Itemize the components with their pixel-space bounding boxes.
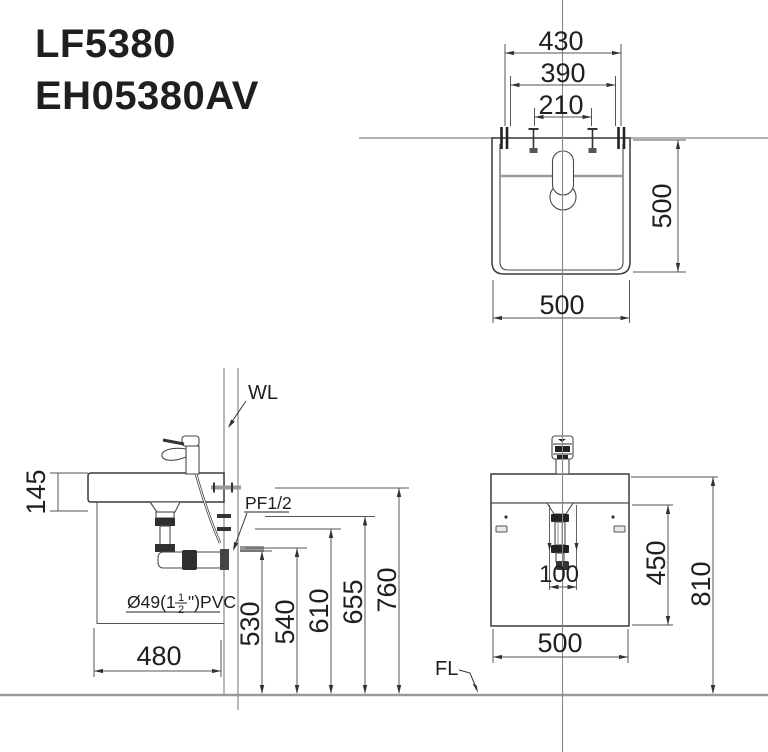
- door-dot-right: [611, 515, 615, 519]
- front-view-dimensions: [458, 476, 718, 694]
- labels: LF5380 EH05380AV 430 390 210 500 500 145…: [21, 22, 716, 680]
- door-dot-left: [504, 515, 508, 519]
- dim-width-500-front: 500: [537, 628, 582, 658]
- drain-trap: [148, 501, 229, 570]
- dim-width-500-top: 500: [539, 290, 584, 320]
- faucet-hole-bolts: [528, 128, 598, 153]
- drain-label-frac-num: 1: [178, 592, 184, 604]
- dim-450: 450: [641, 540, 671, 585]
- drain-label-suffix: ")PVC: [188, 592, 236, 612]
- drain-label-frac-den: 2: [178, 604, 184, 616]
- dim-390: 390: [540, 58, 585, 88]
- dim-depth-500: 500: [647, 183, 677, 228]
- supply-hose-highlight: [195, 473, 221, 544]
- wall-outlet-fitting: [220, 549, 229, 570]
- front-view: [490, 435, 630, 627]
- pf-leader-arrow: [233, 541, 239, 551]
- faucet-body-side: [185, 445, 200, 475]
- dim-145: 145: [21, 469, 51, 514]
- dim-430: 430: [538, 26, 583, 56]
- fl-leader-arrow: [472, 683, 478, 693]
- top-view-dimensions: [492, 44, 686, 323]
- door-handle-right: [613, 525, 626, 533]
- dim-655: 655: [338, 579, 368, 624]
- wall-mount-bolt: [211, 482, 241, 493]
- side-view: [87, 435, 264, 624]
- dim-210: 210: [538, 90, 583, 120]
- floor-line-label: FL: [435, 658, 458, 680]
- supply-label: PF1/2: [245, 493, 292, 513]
- model-code-1: LF5380: [35, 22, 176, 66]
- wall-anchor-dash: [217, 514, 231, 518]
- drain-front: [545, 502, 575, 570]
- cabinet-profile-side: [96, 502, 224, 624]
- pipe-coupling-nut: [182, 550, 197, 570]
- faucet-side: [161, 435, 200, 475]
- supply-fitting-mark: [240, 546, 264, 552]
- faucet-spout-side: [161, 447, 187, 461]
- faucet-lever-side: [162, 438, 185, 446]
- basin-profile-side: [87, 472, 225, 503]
- drain-flange: [155, 511, 175, 519]
- side-view-dimensions: [50, 400, 409, 694]
- faucet-knob-side: [181, 435, 200, 447]
- top-view: [491, 127, 631, 275]
- door-handle-left: [495, 525, 508, 533]
- drain-nut-lower: [155, 544, 175, 552]
- dim-810: 810: [686, 561, 716, 606]
- supply-tubes-front: [547, 505, 579, 590]
- wall-anchor-dash: [217, 527, 231, 531]
- dim-480: 480: [136, 641, 181, 671]
- anchor-bolt-marks: [500, 127, 626, 149]
- drain-nut-upper: [155, 518, 175, 526]
- dim-610: 610: [304, 588, 334, 633]
- dim-530: 530: [235, 601, 265, 646]
- dim-760: 760: [372, 567, 402, 612]
- model-code-2: EH05380AV: [35, 74, 259, 118]
- wl-leader-arrow: [228, 419, 235, 428]
- wall-line-label: WL: [248, 382, 278, 404]
- drain-label-prefix: Ø49(1: [127, 592, 176, 612]
- dim-540: 540: [270, 599, 300, 644]
- dim-100: 100: [539, 561, 579, 588]
